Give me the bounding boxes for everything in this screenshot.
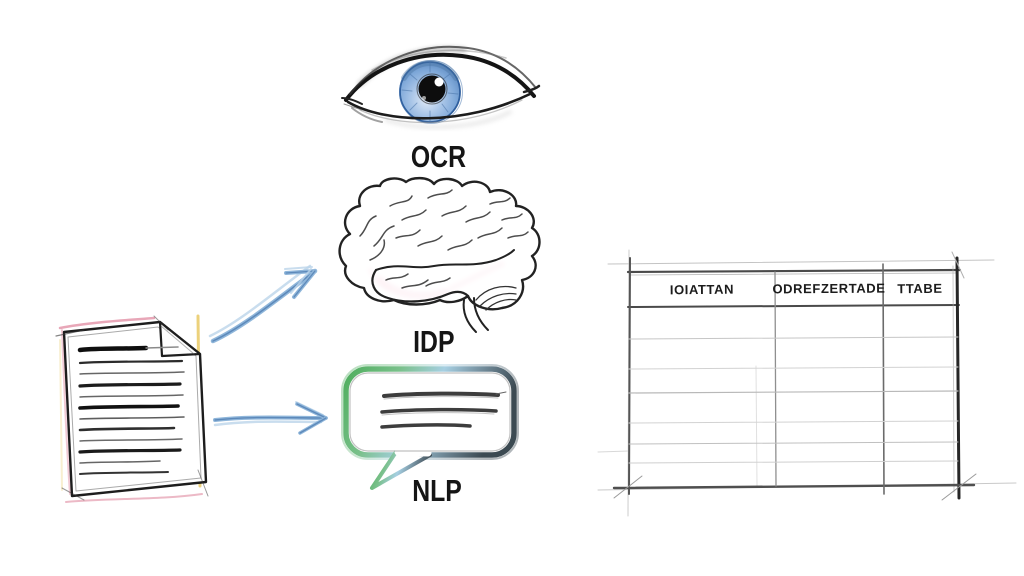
nlp-label-text: NLP (412, 473, 462, 508)
brain-icon (338, 176, 541, 333)
ocr-label-text: OCR (410, 139, 466, 174)
idp-label: IDP (354, 326, 514, 357)
table-header-col1: IOIATTAN (670, 282, 734, 298)
arrow-horizontal-icon (213, 401, 328, 435)
nlp-label: NLP (357, 475, 517, 506)
results-table: IOIATTAN ODREFZERTADE TTABE (597, 249, 1017, 517)
document-icon (55, 314, 209, 503)
eye-icon (341, 45, 541, 129)
table-header-col3: TTABE (897, 281, 943, 296)
idp-label-text: IDP (413, 324, 455, 359)
arrow-diagonal-icon (208, 264, 318, 344)
speech-bubble-icon (341, 364, 519, 490)
table-header-col2: ODREFZERTADE (772, 281, 885, 297)
flow-arrows (208, 264, 328, 435)
ocr-label: OCR (358, 141, 518, 172)
